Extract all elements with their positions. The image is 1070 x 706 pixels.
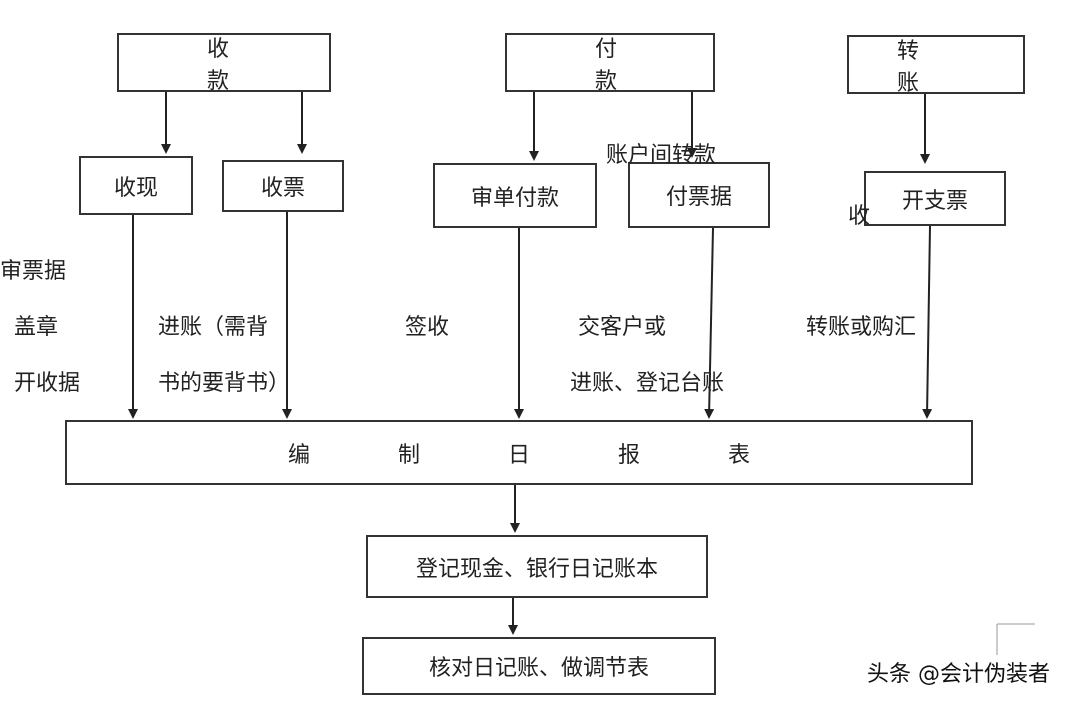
transfer-label: 转账 bbox=[897, 38, 968, 96]
payment-box: 付款 bbox=[505, 33, 715, 94]
pay-bill-label: 付票据 bbox=[665, 185, 732, 210]
arrow-check-to-daily bbox=[922, 225, 933, 419]
journal-box: 登记现金、银行日记账本 bbox=[366, 535, 708, 598]
review-pay-label: 审单付款 bbox=[470, 185, 559, 211]
watermark: 头条 @会计伪装者 bbox=[867, 662, 1050, 687]
arrow-paybill-to-daily bbox=[704, 227, 715, 419]
receipt-label: 收款 bbox=[207, 36, 318, 94]
pay-bill-box: 付票据 bbox=[628, 162, 770, 228]
payment-label: 付款 bbox=[595, 36, 706, 94]
note-deposit-ledger: 进账、登记台账 bbox=[570, 371, 725, 396]
issue-check-label: 开支票 bbox=[901, 188, 968, 214]
cash-receipt-label: 收现 bbox=[113, 175, 158, 201]
note-partial: 收 bbox=[848, 204, 871, 229]
bill-receipt-box: 收票 bbox=[222, 160, 344, 212]
daily-report-label: 编制日报表 bbox=[287, 442, 838, 468]
receipt-box: 收款 bbox=[117, 33, 331, 94]
bill-receipt-label: 收票 bbox=[260, 176, 305, 201]
daily-report-box: 编制日报表 bbox=[65, 420, 973, 485]
issue-check-box: 开支票 bbox=[864, 171, 1006, 226]
note-deposit-endorse: 进账（需背 bbox=[158, 315, 269, 340]
note-inter-account: 账户间转款 bbox=[606, 143, 717, 168]
note-stamp: 盖章 bbox=[14, 315, 59, 340]
note-review-bill: 审票据 bbox=[0, 259, 67, 284]
journal-label: 登记现金、银行日记账本 bbox=[415, 556, 658, 582]
note-to-customer: 交客户或 bbox=[578, 315, 667, 340]
cash-receipt-box: 收现 bbox=[79, 156, 193, 215]
note-transfer-remit: 转账或购汇 bbox=[806, 315, 917, 340]
reconcile-box: 核对日记账、做调节表 bbox=[362, 637, 716, 695]
note-issue-receipt: 开收据 bbox=[14, 371, 81, 396]
transfer-box: 转账 bbox=[847, 35, 1025, 96]
review-pay-box: 审单付款 bbox=[433, 163, 597, 228]
corner-mark bbox=[996, 623, 1035, 655]
reconcile-label: 核对日记账、做调节表 bbox=[428, 656, 649, 681]
note-sign: 签收 bbox=[405, 315, 450, 340]
note-endorse-req: 书的要背书） bbox=[158, 371, 291, 396]
